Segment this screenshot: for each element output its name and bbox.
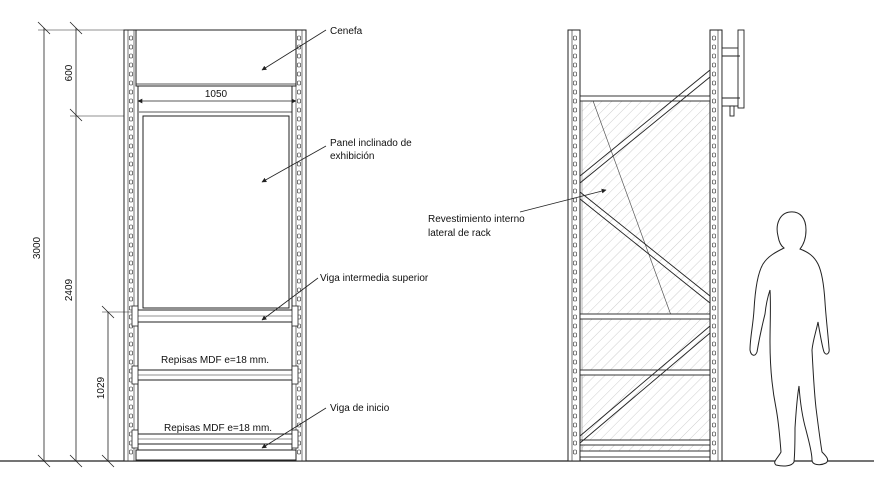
svg-text:Revestimiento interno: Revestimiento interno bbox=[428, 214, 525, 225]
svg-text:exhibición: exhibición bbox=[330, 151, 374, 162]
front-left-upright bbox=[123, 29, 139, 462]
upper-intermediate-beam bbox=[135, 309, 297, 323]
front-elevation bbox=[123, 29, 307, 462]
label-viga-inicio: Viga de inicio bbox=[261, 403, 390, 449]
dimension-width: 1050 bbox=[137, 89, 297, 104]
side-elevation bbox=[567, 29, 745, 462]
label-repisas-lower: Repisas MDF e=18 mm. bbox=[164, 423, 272, 434]
front-right-upright bbox=[291, 29, 307, 462]
label-revestimiento: Revestimiento interno lateral de rack bbox=[428, 188, 607, 239]
dimension-overall bbox=[37, 21, 124, 468]
svg-text:Panel inclinado de: Panel inclinado de bbox=[330, 138, 412, 149]
cenefa-panel bbox=[135, 29, 297, 87]
dimension-mid-text: 2409 bbox=[64, 278, 75, 301]
exhibition-panel bbox=[142, 115, 290, 309]
mdf-shelf-lower bbox=[135, 433, 297, 445]
side-left-upright bbox=[567, 29, 581, 462]
dimension-width-text: 1050 bbox=[205, 89, 228, 100]
cenefa-bracket bbox=[721, 29, 745, 117]
dimension-chain bbox=[69, 21, 124, 468]
side-bracing bbox=[579, 69, 711, 444]
lateral-cladding bbox=[581, 97, 711, 457]
label-viga-superior: Viga intermedia superior bbox=[261, 273, 429, 321]
svg-text:Viga de inicio: Viga de inicio bbox=[330, 403, 390, 414]
label-panel: Panel inclinado de exhibición bbox=[261, 138, 412, 183]
svg-text:Cenefa: Cenefa bbox=[330, 26, 363, 37]
mdf-shelf-upper bbox=[135, 369, 297, 381]
label-cenefa: Cenefa bbox=[261, 26, 363, 71]
side-right-upright bbox=[709, 29, 723, 462]
svg-text:lateral de rack: lateral de rack bbox=[428, 228, 492, 239]
label-repisas-upper: Repisas MDF e=18 mm. bbox=[161, 355, 269, 366]
dimension-low bbox=[101, 305, 132, 468]
human-silhouette-icon bbox=[749, 211, 830, 467]
dimension-overall-text: 3000 bbox=[32, 236, 43, 259]
svg-text:Viga intermedia superior: Viga intermedia superior bbox=[320, 273, 429, 284]
start-beam bbox=[135, 449, 297, 461]
dimension-low-text: 1029 bbox=[96, 376, 107, 399]
dimension-cenefa-text: 600 bbox=[64, 64, 75, 81]
